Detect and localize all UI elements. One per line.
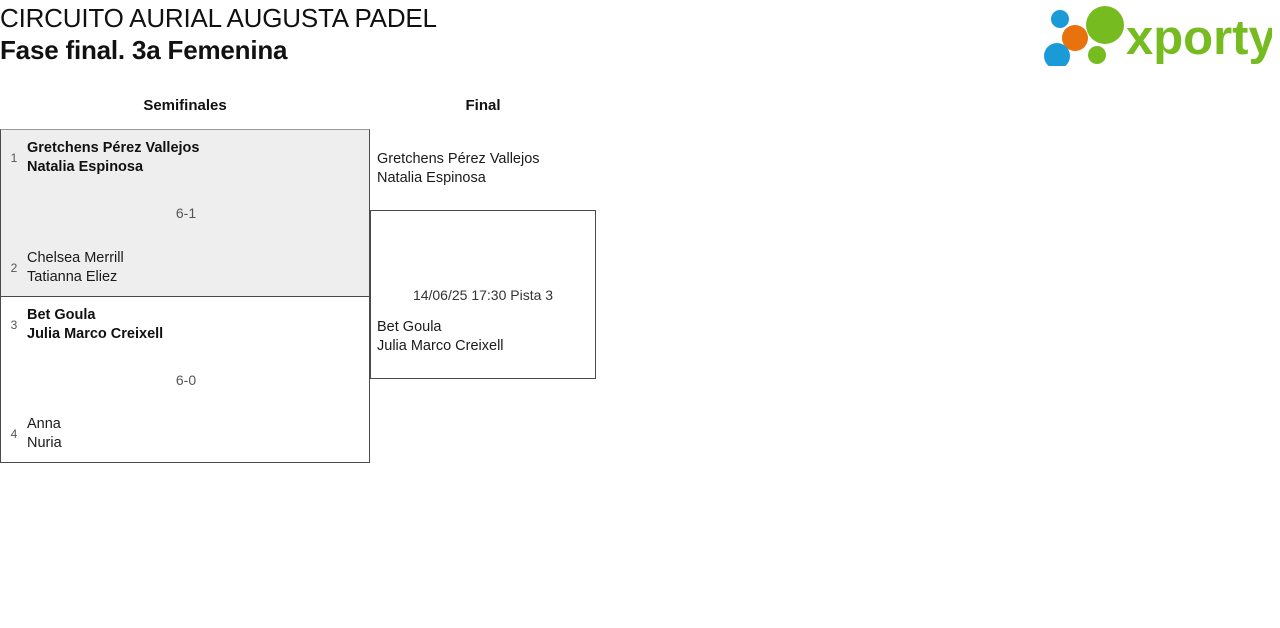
logo-dot-blue-small (1051, 10, 1069, 28)
team-player-1: Bet Goula (27, 307, 96, 323)
team-player-1: Gretchens Pérez Vallejos (27, 140, 200, 156)
match-score: 6-0 (175, 371, 197, 388)
team-seed: 1 (10, 151, 18, 165)
round-header-final: Final (465, 97, 501, 114)
team-player-1: Bet Goula (377, 319, 442, 335)
team-seed: 3 (10, 318, 18, 332)
logo-dot-orange (1062, 25, 1088, 51)
team-names: Anna Nuria (27, 415, 62, 453)
round-header-semifinals: Semifinales (143, 97, 227, 114)
team-player-2: Natalia Espinosa (27, 159, 144, 175)
team-player-2: Tatianna Eliez (27, 269, 118, 285)
team-player-2: Nuria (27, 435, 62, 451)
final-match-schedule: 14/06/25 17:30 Pista 3 (412, 286, 554, 303)
logo-wordmark: xporty (1126, 11, 1272, 65)
logo-dot-blue-large (1044, 43, 1070, 66)
match-team-top[interactable]: 1 Gretchens Pérez Vallejos Natalia Espin… (1, 139, 369, 177)
semifinals-column: 1 Gretchens Pérez Vallejos Natalia Espin… (0, 129, 370, 463)
team-names: Bet Goula Julia Marco Creixell (27, 306, 163, 344)
team-player-1: Chelsea Merrill (27, 250, 124, 266)
logo-dot-green-small (1088, 46, 1106, 64)
match-score: 6-1 (175, 205, 197, 221)
final-team-bottom[interactable]: Bet Goula Julia Marco Creixell (377, 318, 504, 356)
semifinal-match-1[interactable]: 1 Gretchens Pérez Vallejos Natalia Espin… (1, 130, 369, 296)
team-player-2: Natalia Espinosa (377, 170, 486, 186)
team-player-1: Gretchens Pérez Vallejos (377, 151, 540, 167)
page-title: CIRCUITO AURIAL AUGUSTA PADEL Fase final… (0, 2, 437, 66)
match-team-bottom[interactable]: 4 Anna Nuria (1, 415, 369, 453)
tournament-name: CIRCUITO AURIAL AUGUSTA PADEL (0, 3, 437, 33)
team-names: Chelsea Merrill Tatianna Eliez (27, 249, 124, 287)
logo-dot-green-large (1086, 6, 1124, 44)
team-player-1: Anna (27, 416, 61, 432)
match-team-bottom[interactable]: 2 Chelsea Merrill Tatianna Eliez (1, 249, 369, 287)
final-team-top[interactable]: Gretchens Pérez Vallejos Natalia Espinos… (377, 150, 540, 188)
team-seed: 4 (10, 427, 18, 441)
team-player-2: Julia Marco Creixell (27, 326, 164, 342)
xporty-logo[interactable]: xporty (1042, 4, 1272, 66)
page-header: CIRCUITO AURIAL AUGUSTA PADEL Fase final… (0, 0, 1280, 80)
team-seed: 2 (10, 261, 18, 275)
semifinal-match-2[interactable]: 3 Bet Goula Julia Marco Creixell 6-0 4 A… (1, 296, 369, 462)
team-names: Gretchens Pérez Vallejos Natalia Espinos… (27, 139, 199, 177)
team-player-2: Julia Marco Creixell (377, 338, 504, 354)
match-team-top[interactable]: 3 Bet Goula Julia Marco Creixell (1, 306, 369, 344)
final-match-box[interactable]: 14/06/25 17:30 Pista 3 (370, 210, 596, 379)
tournament-phase: Fase final. 3a Femenina (0, 35, 288, 65)
